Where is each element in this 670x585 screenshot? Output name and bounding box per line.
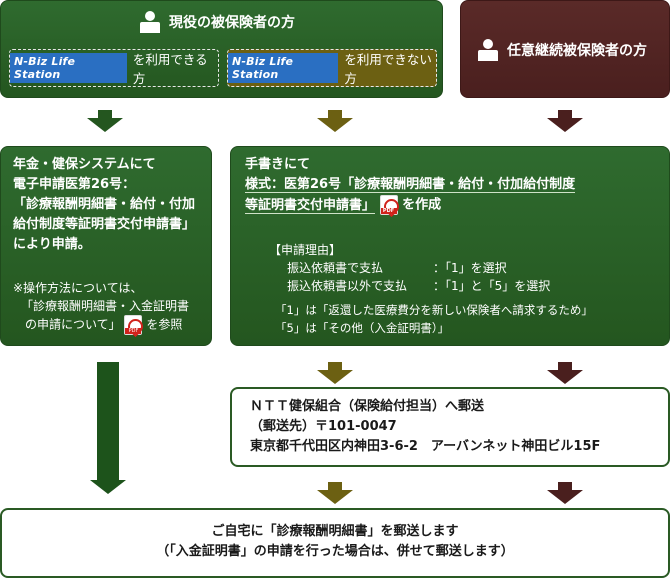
active-insured-panel: 現役の被保険者の方 N-Biz Life Station を利用できる方 N-B… — [0, 0, 443, 98]
nbiz-badge: N-Biz Life Station — [228, 53, 339, 83]
electronic-line: により申請。 — [13, 237, 91, 252]
reason-title: 【申請理由】 — [269, 243, 342, 257]
down-arrow — [317, 362, 353, 384]
option-cannot-use-nbiz[interactable]: N-Biz Life Station を利用できない方 — [227, 49, 437, 87]
down-arrow — [90, 480, 126, 502]
electronic-line: 「診療報酬明細書・給付・付加 — [13, 197, 196, 212]
down-arrow — [547, 362, 583, 384]
pdf-icon[interactable]: PDF — [124, 315, 143, 335]
form-link-line[interactable]: 様式：医第26号「診療報酬明細書・給付・付加給付制度 — [245, 177, 576, 193]
result-line: （「入金証明書」の申請を行った場合は、併せて郵送します） — [156, 544, 514, 559]
reason-note: 「5」は「その他（入金証明書）」 — [275, 321, 450, 335]
option-can-use-nbiz[interactable]: N-Biz Life Station を利用できる方 — [9, 49, 219, 87]
form-link-line[interactable]: 等証明書交付申請書」 — [245, 197, 376, 214]
electronic-line: 年金・健保システムにて — [13, 157, 156, 172]
nbiz-badge: N-Biz Life Station — [10, 53, 127, 83]
electronic-line: 電子申請医第26号： — [13, 177, 136, 192]
note-line: 「診療報酬明細書・入金証明書 — [21, 299, 190, 313]
mail-to-panel: ＮＴＴ健保組合（保険給付担当）へ郵送 （郵送先）〒101-0047 東京都千代田… — [230, 387, 670, 467]
long-arrow-stem — [97, 362, 119, 484]
down-arrow — [87, 110, 123, 132]
electronic-application-panel: 年金・健保システムにて 電子申請医第26号： 「診療報酬明細書・給付・付加 給付… — [0, 146, 212, 346]
voluntary-insured-panel: 任意継続被保険者の方 — [460, 0, 670, 98]
mail-line: （郵送先）〒101-0047 — [250, 419, 397, 434]
down-arrow — [547, 482, 583, 504]
mail-line: 東京都千代田区内神田3-6-2 アーバンネット神田ビル15F — [250, 439, 601, 454]
result-line: ご自宅に「診療報酬明細書」を郵送します — [211, 524, 459, 539]
pdf-icon[interactable]: PDF — [379, 195, 398, 215]
reason-note: 「1」は「返還した医療費分を新しい保険者へ請求するため」 — [275, 303, 593, 317]
voluntary-insured-title: 任意継続被保険者の方 — [477, 39, 647, 61]
handwritten-application-panel: 手書きにて 様式：医第26号「診療報酬明細書・給付・付加給付制度 等証明書交付申… — [230, 146, 670, 346]
person-icon — [477, 39, 499, 61]
down-arrow — [317, 482, 353, 504]
mail-line: ＮＴＴ健保組合（保険給付担当）へ郵送 — [250, 399, 485, 414]
active-insured-title: 現役の被保険者の方 — [139, 11, 295, 33]
note-link[interactable]: の申請について」 — [25, 317, 121, 332]
reason-value: ：「1」と「5」を選択 — [433, 279, 551, 293]
handwritten-line: 手書きにて — [245, 157, 311, 172]
down-arrow — [317, 110, 353, 132]
down-arrow — [547, 110, 583, 132]
result-panel: ご自宅に「診療報酬明細書」を郵送します （「入金証明書」の申請を行った場合は、併… — [0, 508, 670, 578]
electronic-line: 給付制度等証明書交付申請書」 — [13, 217, 196, 232]
reason-value: ：「1」を選択 — [433, 261, 507, 275]
note-line: ※操作方法については、 — [13, 281, 143, 295]
person-icon — [139, 11, 161, 33]
reason-label: 振込依頼書以外で支払 — [287, 279, 408, 293]
reason-label: 振込依頼書で支払 — [287, 261, 384, 275]
